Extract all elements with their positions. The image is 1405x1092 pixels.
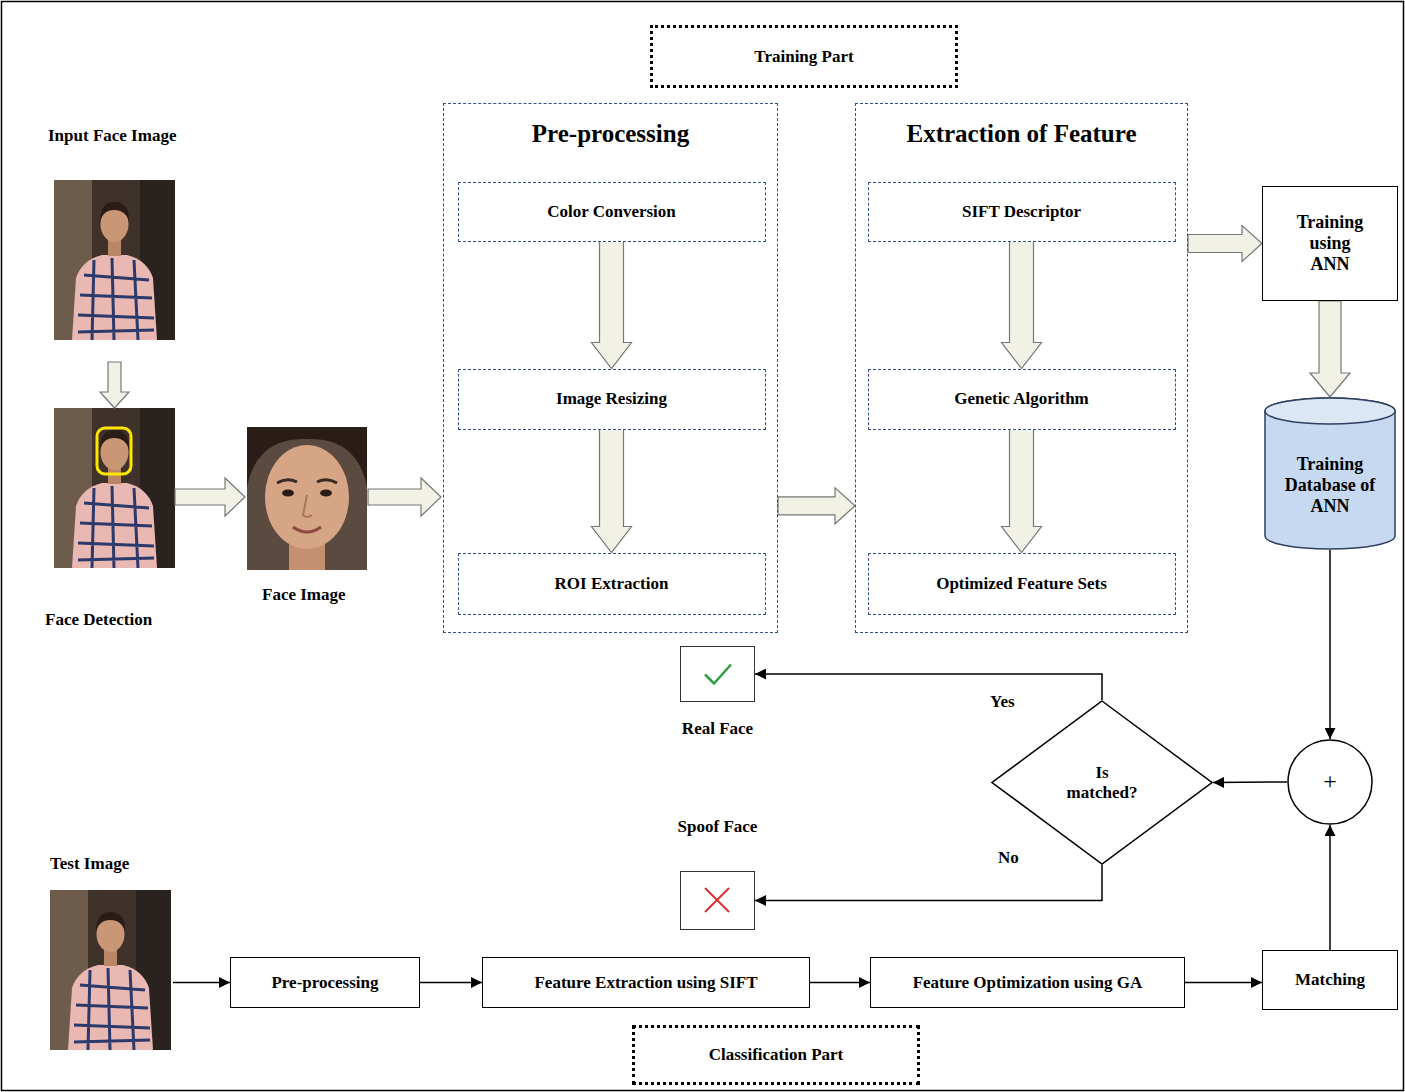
result-box: Real Face xyxy=(680,646,755,702)
face-photo xyxy=(247,427,367,570)
block-arrow xyxy=(1310,301,1350,397)
box-label: Feature Extraction using SIFT xyxy=(534,973,757,993)
flow-arrow xyxy=(420,982,482,984)
step-box: Color Conversion xyxy=(458,182,766,242)
block-arrow xyxy=(778,488,855,524)
database-cylinder: Training Database of ANN xyxy=(1264,397,1396,550)
stage-group: Pre-processingColor ConversionImage Resi… xyxy=(443,103,778,633)
process-box: Matching xyxy=(1262,950,1398,1010)
block-arrow xyxy=(1002,242,1042,369)
test-photo xyxy=(50,890,171,1050)
box-label: Training Database of ANN xyxy=(1284,454,1376,516)
block-arrow xyxy=(175,478,245,516)
image-caption: Input Face Image xyxy=(48,126,176,146)
block-arrow xyxy=(1002,430,1042,553)
box-label: Optimized Feature Sets xyxy=(936,574,1107,594)
block-arrow xyxy=(592,430,632,553)
image-caption: Face Detection xyxy=(45,610,152,630)
image-caption: Face Image xyxy=(262,585,346,605)
flow-arrow xyxy=(1185,982,1262,984)
box-label: ROI Extraction xyxy=(555,574,669,594)
diamond-outline xyxy=(992,701,1212,864)
step-box: Image Resizing xyxy=(458,369,766,430)
box-label: Feature Optimization using GA xyxy=(913,973,1143,993)
step-box: Optimized Feature Sets xyxy=(868,553,1176,615)
sum-circle: + xyxy=(1287,739,1373,825)
box-label: Classification Part xyxy=(709,1045,844,1065)
step-box: Genetic Algorithm xyxy=(868,369,1176,430)
box-label: Is matched? xyxy=(1062,763,1142,802)
process-box: Pre-processing xyxy=(230,957,420,1008)
stage-group: Extraction of FeatureSIFT DescriptorGene… xyxy=(855,103,1188,633)
flow-arrow xyxy=(1213,781,1287,783)
detection-photo xyxy=(54,408,175,568)
mark-shape xyxy=(681,647,754,701)
cross-symbol xyxy=(705,888,729,912)
image-caption: Test Image xyxy=(50,854,129,874)
result-label: Spoof Face xyxy=(678,817,758,837)
box-label: + xyxy=(1323,768,1337,796)
connectors xyxy=(420,226,1350,983)
step-box: SIFT Descriptor xyxy=(868,182,1176,242)
box-label: Genetic Algorithm xyxy=(954,389,1089,409)
cylinder-body xyxy=(1265,398,1395,549)
step-box: ROI Extraction xyxy=(458,553,766,615)
mark-shape xyxy=(681,872,754,929)
box-label: Color Conversion xyxy=(547,202,676,222)
flow-arrow xyxy=(1329,550,1331,739)
result-box: Spoof Face xyxy=(680,871,755,930)
block-arrow xyxy=(1188,226,1262,262)
decision-diamond: Is matched? xyxy=(991,700,1213,865)
box-label: SIFT Descriptor xyxy=(962,202,1081,222)
input-photo xyxy=(54,180,175,340)
section-tag: Training Part xyxy=(650,25,958,88)
block-arrow xyxy=(592,242,632,369)
process-box: Feature Optimization using GA xyxy=(870,957,1185,1008)
group-heading: Pre-processing xyxy=(444,120,777,149)
block-arrow xyxy=(100,362,129,408)
process-box: Feature Extraction using SIFT xyxy=(482,957,810,1008)
box-label: Pre-processing xyxy=(271,973,378,993)
flow-arrow xyxy=(1329,825,1331,950)
box-label: Image Resizing xyxy=(556,389,667,409)
box-label: Training using ANN xyxy=(1290,212,1370,274)
group-heading: Extraction of Feature xyxy=(856,120,1187,149)
block-arrow xyxy=(368,478,441,516)
box-label: Matching xyxy=(1295,970,1365,990)
section-tag: Classification Part xyxy=(632,1025,920,1085)
result-label: Real Face xyxy=(682,719,753,739)
flow-arrow xyxy=(173,982,230,984)
edge-label: No xyxy=(996,848,1021,868)
flow-arrow xyxy=(755,865,1102,901)
process-box: Training using ANN xyxy=(1262,186,1398,301)
box-label: Training Part xyxy=(754,47,853,67)
flow-arrow xyxy=(755,674,1102,700)
face-detection-box xyxy=(97,428,131,474)
circle-outline xyxy=(1288,740,1372,824)
cylinder-top xyxy=(1265,398,1395,424)
check-symbol xyxy=(705,665,731,684)
edge-label: Yes xyxy=(988,692,1017,712)
flow-arrow xyxy=(810,982,870,984)
